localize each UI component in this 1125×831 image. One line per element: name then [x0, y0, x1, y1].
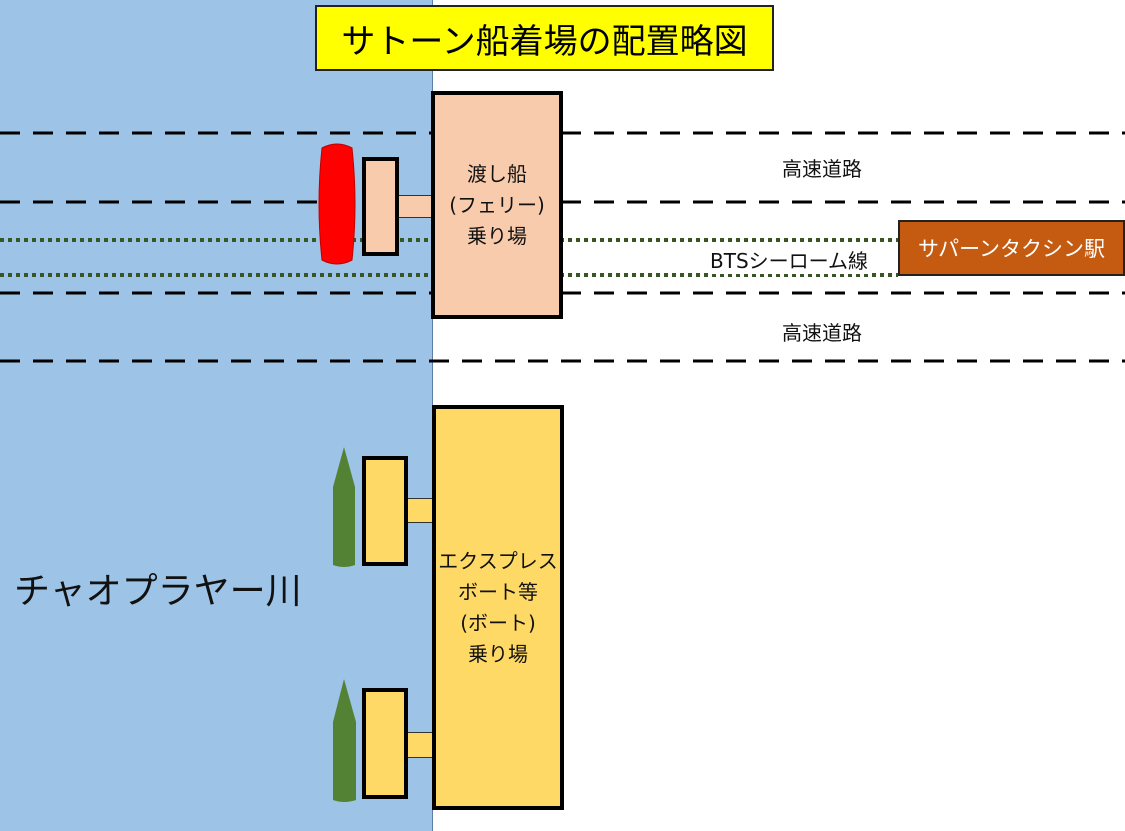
expressway-label: 高速道路 — [782, 317, 862, 346]
diagram-title: サトーン船着場の配置略図 — [315, 5, 774, 71]
express-gangway — [405, 732, 435, 758]
express-pontoon — [362, 456, 408, 566]
ferry-pontoon — [362, 157, 399, 256]
expressway-label: 高速道路 — [782, 153, 862, 182]
river-area — [0, 0, 433, 831]
express-boat-pier: エクスプレス ボート等 (ボート) 乗り場 — [432, 405, 564, 810]
express-boat — [333, 679, 356, 802]
ferry-boat — [318, 143, 356, 265]
express-pontoon — [362, 688, 408, 799]
express-boat — [333, 447, 355, 567]
bts-line-label: BTSシーローム線 — [708, 245, 871, 274]
saphan-taksin-station: サパーンタクシン駅 — [898, 220, 1125, 276]
ferry-pier: 渡し船 (フェリー) 乗り場 — [431, 91, 563, 319]
river-label: チャオプラヤー川 — [14, 571, 302, 612]
express-gangway — [405, 498, 435, 523]
ferry-gangway — [396, 195, 434, 218]
